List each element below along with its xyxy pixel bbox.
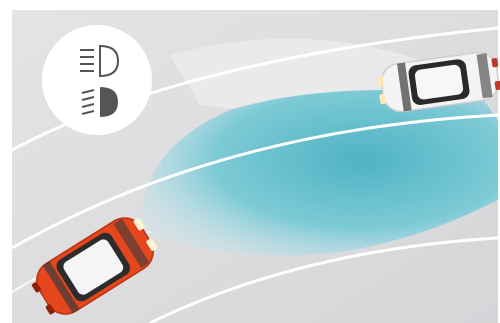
badge-background: [42, 25, 152, 135]
headlight-mode-badge: [42, 25, 152, 135]
